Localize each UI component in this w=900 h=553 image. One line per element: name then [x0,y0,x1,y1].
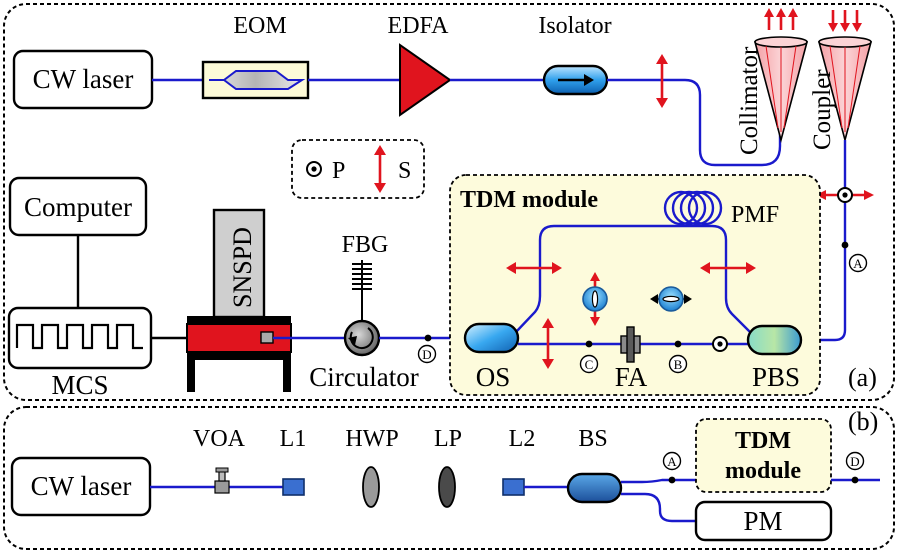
snspd-label: SNSPD [228,227,257,308]
lp-label: LP [434,426,462,452]
os-body [463,322,520,354]
eom-waveguide [209,70,306,90]
hwp-plate [362,466,380,508]
point-a-marker [848,253,868,273]
collimator-label: Collimator [736,46,763,155]
collimator-cone [753,36,809,144]
voa-component [214,467,230,494]
waveplate-icon-horizontal [650,286,692,312]
pm-box [694,500,833,542]
snspd-leg-left [187,360,195,392]
coupler-label: Coupler [809,69,836,150]
cw-laser-label: CW laser [33,64,134,94]
isolator-label: Isolator [538,13,611,39]
point-c-marker [579,354,599,374]
edfa-label: EDFA [388,13,450,39]
edfa-triangle [399,43,452,117]
mcs-pulse-train [15,323,143,350]
s-pol-icon [374,145,386,193]
point-d-label: D [422,347,431,362]
point-c-dot [585,340,593,348]
panel-b-frame [3,406,895,550]
bs-body [566,472,623,504]
snspd-leg-right [283,360,291,392]
snspd-cryostat [212,208,266,319]
pol-arrow-v-lower [542,318,554,369]
point-d-dot [424,334,432,342]
l2-label: L2 [509,426,536,452]
pol-arrow-h-right [700,262,756,274]
point-a-b-dot [668,476,676,484]
fiber-pmf-arm [515,224,751,333]
point-a-b-marker [662,451,682,471]
snspd-top-plate [187,316,291,324]
panel-a-frame [3,3,895,401]
lp-plate [438,466,456,508]
waveplate-icon-vertical [582,272,608,326]
pol-marker-p-lower-dot [717,341,723,347]
s-pol-label: S [398,158,411,184]
point-d-b-label: D [850,454,859,469]
circulator-arrow-head [348,336,357,345]
fbg-label: FBG [342,232,389,258]
snspd-fiber-port [260,331,274,344]
pmf-coil [663,190,723,226]
polarization-legend [291,139,425,199]
tdm-module-b-line2: module [725,458,801,484]
fiber-b-bs-tdm [621,478,696,484]
bs-label: BS [578,426,607,452]
point-a-dot [841,241,849,249]
pbs-label: PBS [752,362,800,392]
l1-label: L1 [280,426,307,452]
l2-lens [502,478,525,496]
panel-a-label: (a) [848,363,877,392]
fiber-isolator-collimator [607,78,782,167]
point-c-label: C [585,357,594,372]
snspd-bottom-plate [187,352,291,360]
os-label: OS [476,362,511,392]
fbg-grating [352,260,372,322]
fa-component [620,326,641,363]
coupler-beam-arrows [828,10,862,32]
tdm-module-b-box [695,418,832,493]
point-d-marker [417,344,437,364]
l1-lens [282,478,305,496]
pol-arrow-h-left [506,262,562,274]
point-b-dot [674,340,682,348]
computer-label: Computer [24,192,132,222]
pm-label: PM [743,506,782,536]
point-d-b-dot [851,476,859,484]
fa-label: FA [615,362,648,392]
cw-laser-b-label: CW laser [31,471,132,501]
mcs-label: MCS [51,370,108,400]
p-pol-icon-dot [311,166,317,172]
point-b-marker [668,354,688,374]
circulator-label: Circulator [309,362,418,392]
coupler-cone [817,36,873,144]
pol-marker-ps-right [816,187,874,203]
eom-label: EOM [233,13,286,39]
tdm-module-b-line1: TDM [735,428,791,454]
point-d-b-marker [845,451,865,471]
fiber-b-bs-pm [621,492,696,523]
pmf-label: PMF [731,202,779,228]
hwp-label: HWP [345,426,398,452]
isolator-arrow-head [584,74,594,86]
voa-label: VOA [193,426,246,452]
collimator-beam-arrows [764,8,798,30]
p-pol-label: P [332,158,345,184]
pbs-body [746,324,803,356]
panel-b-label: (b) [848,407,878,436]
tdm-module-title: TDM module [460,187,598,213]
point-b-label: B [674,357,683,372]
point-a-label: A [853,256,863,271]
point-a-b-label: A [667,454,677,469]
mcs-box [7,306,153,370]
fiber-coupler-pbs [800,140,847,342]
pol-arrow-s-top [656,54,668,108]
